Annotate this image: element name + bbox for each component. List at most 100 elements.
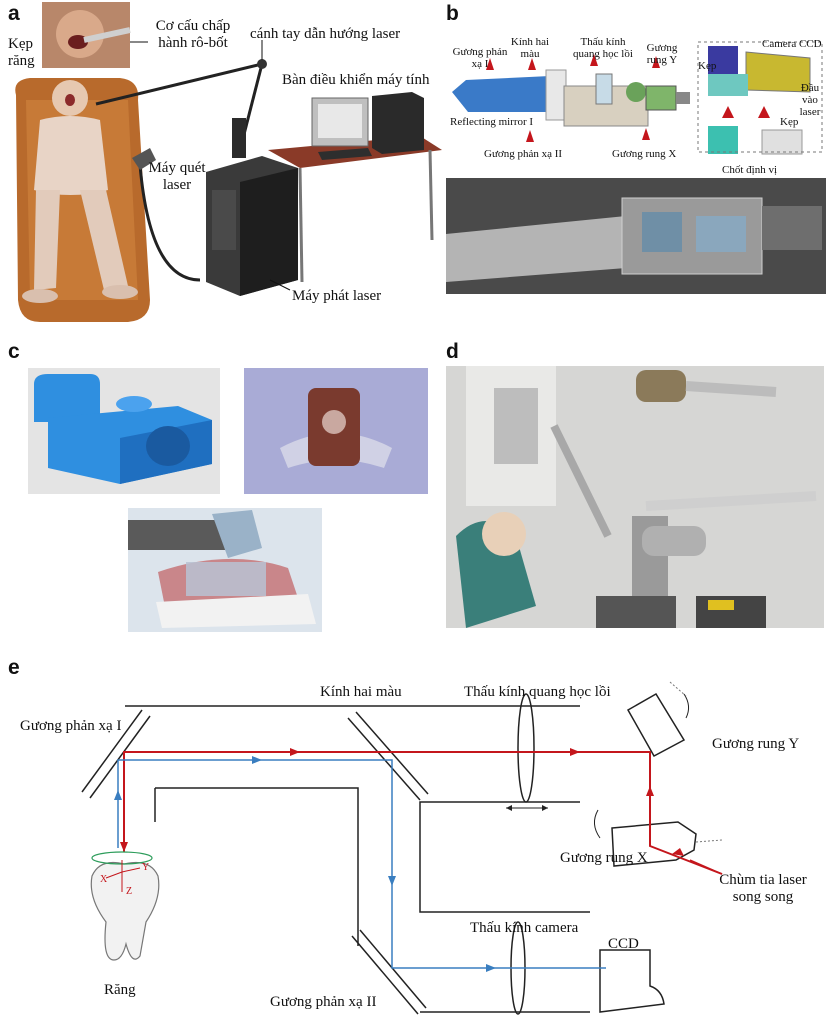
c-clamp-hole	[322, 410, 346, 434]
d-poster	[494, 388, 538, 464]
b-mirror-y	[626, 82, 646, 102]
patient-mouth	[65, 94, 75, 106]
e-lens-shift-arrowhead-r	[542, 805, 548, 811]
pc-tower	[372, 92, 424, 154]
label-may-phat: Máy phát laser	[292, 288, 381, 305]
laser-generator-side	[240, 168, 298, 296]
monitor-screen	[318, 104, 362, 138]
panel-a-illustration: Kẹp răng Cơ cấu chấp hành rô-bốt cánh ta…	[0, 0, 445, 330]
b-label-guong-rung-x: Gương rung X	[612, 148, 676, 160]
b-label-kinh-hai-mau: Kính hai màu	[510, 36, 550, 60]
label-kep-rang: Kẹp răng	[8, 36, 50, 70]
e-label-chum-tia: Chùm tia laser song song	[712, 872, 814, 906]
d-manikin-head	[482, 512, 526, 556]
panel-e-schematic: X Y Z Kính hai màu Thấu kính quang học l…	[0, 660, 830, 1024]
d-lamp	[636, 370, 686, 402]
b-arrow-6	[642, 128, 650, 140]
laser-arm-joint	[257, 59, 267, 69]
e-galvo-y-axis	[670, 682, 686, 696]
desk-leg-1	[300, 168, 302, 282]
e-camera-arrow-4	[486, 964, 496, 972]
b-label-guong-phan-xa-2: Gương phản xạ II	[484, 148, 562, 160]
label-canh-tay: cánh tay dẫn hướng laser	[250, 26, 400, 43]
laser-arm-column	[232, 118, 246, 158]
e-convex-lens	[518, 694, 534, 802]
e-label-guong-phan-xa-2: Gương phản xạ II	[270, 994, 376, 1011]
panel-c-mounted-photo	[128, 508, 322, 632]
e-galvo-y-rotation	[684, 694, 689, 718]
b-arrow-8	[758, 106, 770, 118]
b-clamp-part-1	[708, 126, 738, 154]
b-arrow-7	[722, 106, 734, 118]
panel-c-cad-drawing	[28, 368, 220, 494]
e-label-guong-rung-y: Gương rung Y	[712, 736, 799, 753]
e-galvo-x-axis	[696, 840, 722, 842]
e-camera-arrow-3	[388, 876, 396, 886]
e-axis-x-label: X	[100, 874, 108, 885]
b-label-kep-2: Kẹp	[780, 116, 798, 128]
e-label-guong-phan-xa-1: Gương phản xạ I	[20, 718, 121, 735]
e-galvo-y	[628, 694, 684, 756]
desk-leg-2	[430, 150, 432, 240]
e-axis-y-label: Y	[142, 862, 149, 873]
b-photo-lens	[642, 212, 682, 252]
patient-leg-left	[34, 190, 60, 290]
inset-face	[56, 10, 104, 58]
e-label-thau-kinh-camera: Thấu kính camera	[470, 920, 578, 937]
panel-c-cad-model	[28, 368, 220, 494]
panel-label-c: c	[8, 340, 20, 364]
b-photo-heatsink	[762, 206, 822, 250]
panel-b-cad: Gương phản xạ I Kính hai màu Thấu kính q…	[446, 30, 830, 176]
panel-c-clamp-drawing	[244, 368, 428, 494]
panel-label-d: d	[446, 340, 459, 364]
laser-generator-panel	[212, 190, 236, 250]
e-laser-arrow-5	[120, 842, 128, 852]
b-photo-mirror	[696, 216, 746, 252]
b-label-thau-kinh: Thấu kính quang học lồi	[570, 36, 636, 60]
e-galvo-x-rotation	[594, 810, 600, 838]
b-label-dau-vao: Đầu vào laser	[792, 82, 828, 118]
e-ccd-box	[600, 950, 664, 1012]
patient-foot-left	[22, 289, 58, 303]
panel-d-photo	[446, 366, 824, 628]
b-blue-tube	[452, 76, 550, 112]
e-label-kinh-hai-mau: Kính hai màu	[320, 684, 402, 701]
d-scanner	[642, 526, 706, 556]
e-laser-arrow-2	[570, 748, 580, 756]
e-lens-shift-arrowhead-l	[506, 805, 512, 811]
b-label-chot: Chốt định vị	[722, 164, 777, 176]
panel-b-photo	[446, 178, 826, 294]
b-label-camera-ccd: Camera CCD	[762, 38, 822, 50]
b-clamp-teal	[708, 74, 748, 96]
e-label-ccd: CCD	[608, 936, 639, 953]
b-galvo-block	[646, 86, 676, 110]
e-dichroic-front	[348, 718, 420, 800]
panel-label-b: b	[446, 2, 459, 26]
e-camera-arrow-2	[252, 756, 262, 764]
c-port	[146, 426, 190, 466]
e-label-guong-rung-x: Gương rung X	[560, 850, 648, 867]
e-camera-arrow-1	[114, 790, 122, 800]
panel-e-optical-diagram: X Y Z	[0, 660, 830, 1024]
c-top-boss	[116, 396, 152, 412]
panel-c-mounted-drawing	[128, 508, 322, 632]
c2-clamp	[186, 562, 266, 596]
b-arrow-5	[526, 130, 534, 142]
e-label-thau-kinh-loi: Thấu kính quang học lồi	[464, 684, 611, 701]
b-clamp-part-2	[762, 130, 802, 154]
b-lens	[596, 74, 612, 104]
patient-foot-right	[102, 285, 138, 299]
b-frame	[546, 70, 566, 120]
label-ban-dieu-khien: Bàn điều khiển máy tính	[282, 72, 429, 89]
e-laser-arrow-1	[290, 748, 300, 756]
b-label-guong-phan-xa-1: Gương phản xạ I	[452, 46, 508, 70]
e-laser-arrow-3	[646, 786, 654, 796]
panel-c-clamp-photo	[244, 368, 428, 494]
e-label-rang: Răng	[104, 982, 136, 999]
b-label-kep-1: Kẹp	[698, 60, 716, 72]
d-lamp-arm	[686, 386, 776, 392]
patient-torso	[34, 116, 108, 195]
b-label-reflecting-mirror: Reflecting mirror I	[450, 116, 533, 128]
label-co-cau: Cơ cấu chấp hành rô-bốt	[140, 18, 246, 52]
